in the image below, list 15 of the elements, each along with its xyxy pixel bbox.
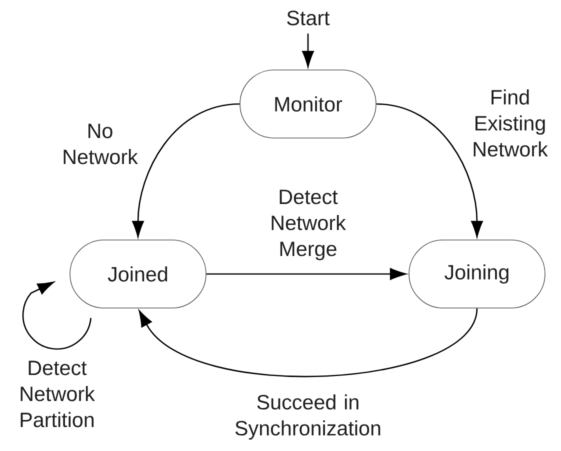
edge-label: Detect Network Merge bbox=[272, 190, 346, 260]
arrow bbox=[376, 103, 483, 238]
arrow bbox=[132, 103, 240, 238]
loop-arrow bbox=[22, 282, 92, 350]
arrow bbox=[206, 268, 406, 280]
edge-label: No Network bbox=[64, 124, 138, 164]
state-box: Joined bbox=[70, 240, 206, 308]
edge-label: Succeed in Synchronization bbox=[235, 394, 380, 440]
edge-label: Find Existing Network bbox=[474, 89, 548, 157]
arrow bbox=[302, 34, 314, 68]
edge-label: Detect Network Partition bbox=[20, 360, 95, 428]
text-label: Start bbox=[287, 10, 330, 26]
arrow bbox=[138, 308, 478, 377]
state-box: Joining bbox=[408, 240, 546, 308]
state-box: Monitor bbox=[240, 70, 376, 138]
